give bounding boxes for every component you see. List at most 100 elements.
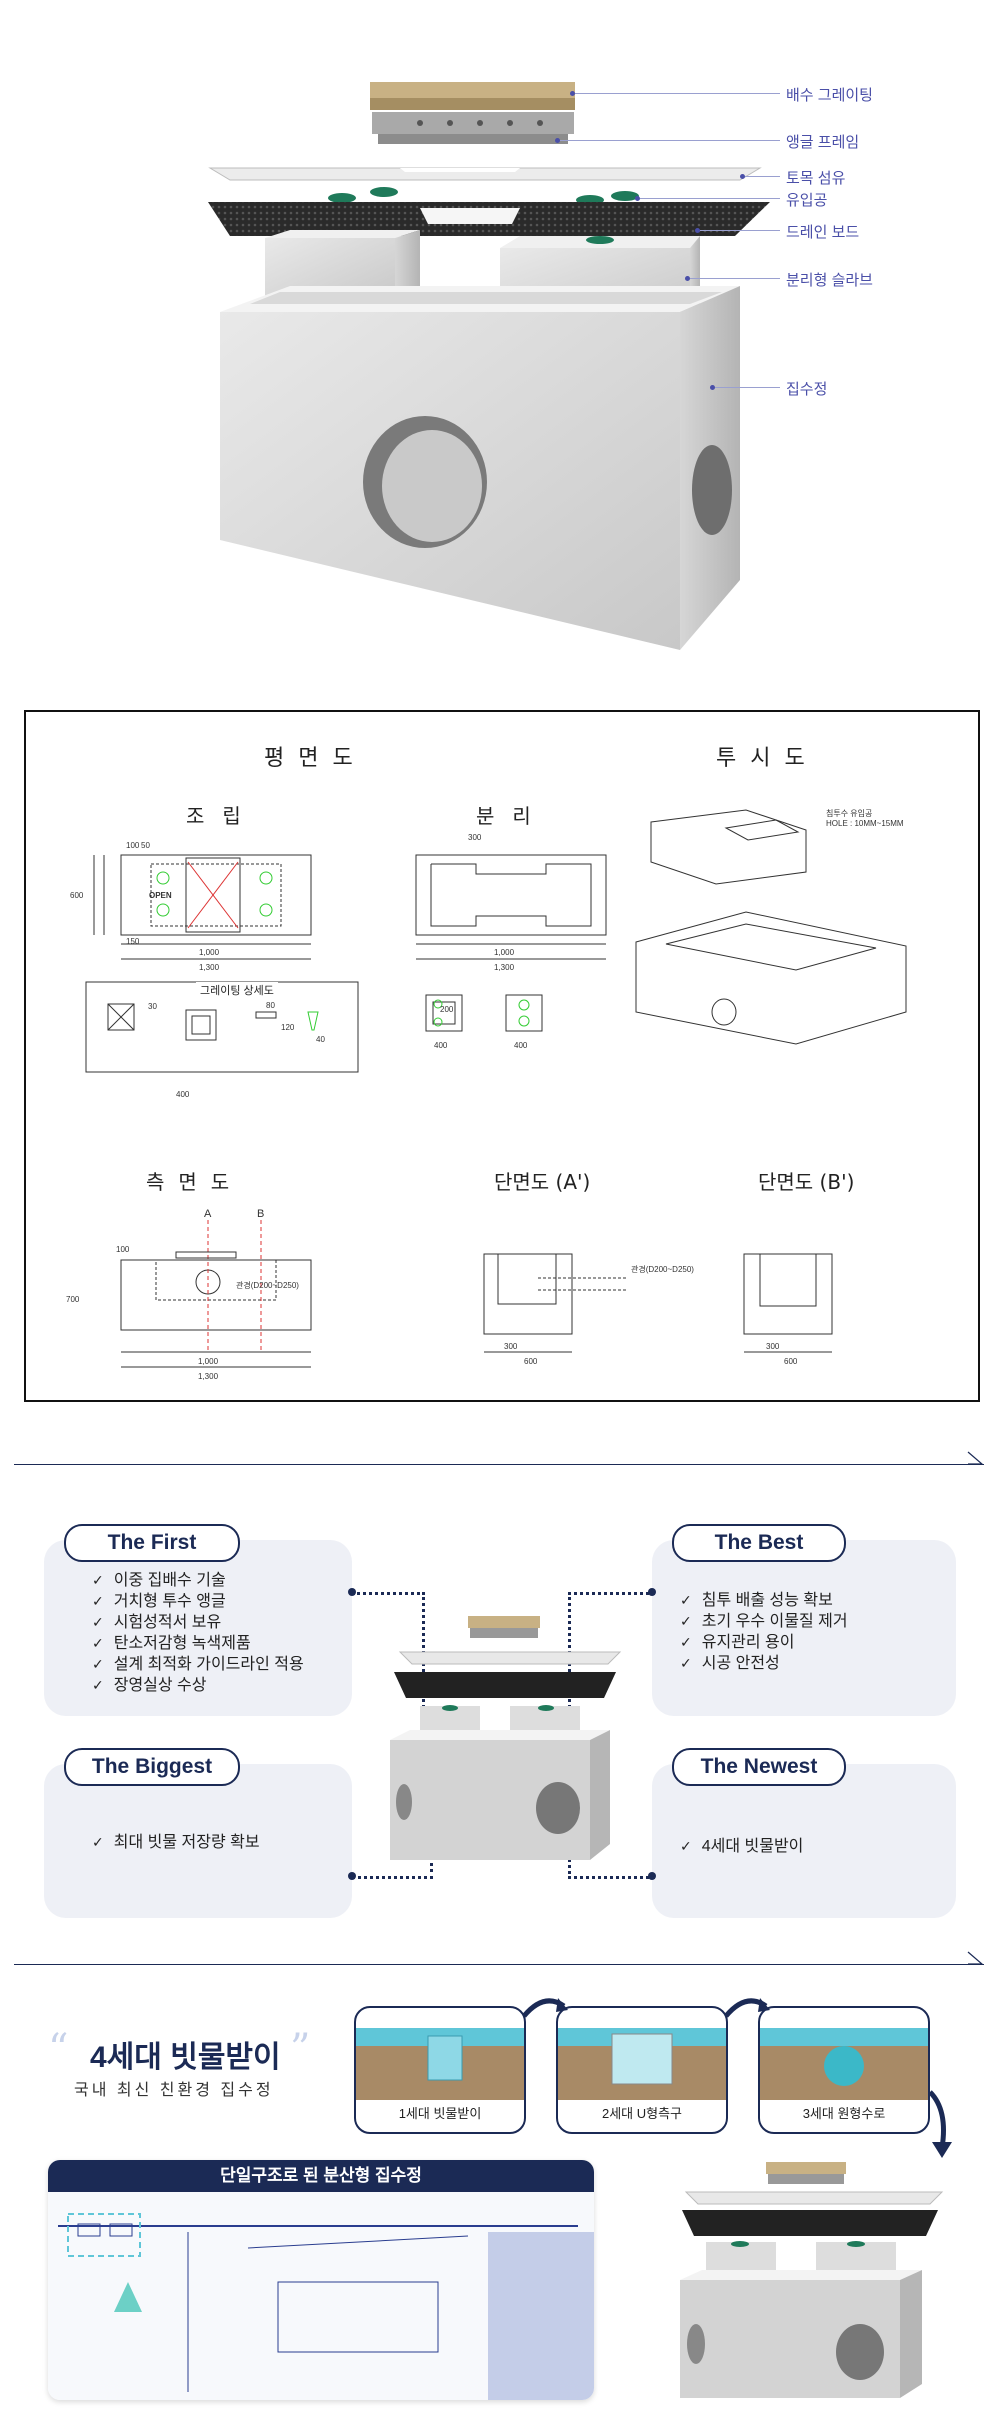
divider-arrow-icon — [967, 1451, 984, 1465]
connector-dot — [348, 1872, 356, 1880]
first-item: 거치형 투수 앵글 — [92, 1591, 304, 1612]
dim-300-section-b: 300 — [766, 1342, 780, 1351]
best-list: 침투 배출 성능 확보 초기 우수 이물질 제거 유지관리 용이 시공 안전성 — [680, 1590, 848, 1674]
dim-1000-side: 1,000 — [198, 1357, 219, 1366]
grating-top — [370, 82, 575, 98]
marker-b: B — [257, 1208, 264, 1220]
plan-view-title: 평면도 — [264, 746, 367, 771]
gen-3-illustration — [760, 2028, 928, 2100]
technical-drawing-sheet: 평면도 투시도 조립 분리 측면도 단면도 (A') 단면도 (B') — [24, 710, 980, 1402]
best-item: 시공 안전성 — [680, 1653, 848, 1674]
grating-detail-title: 그레이팅 상세도 — [196, 982, 278, 998]
inlet-note-2: HOLE : 10MM~15MM — [826, 819, 904, 828]
dim-30-grating: 30 — [148, 1002, 157, 1011]
dim-40-grating: 40 — [316, 1035, 325, 1044]
slab-left — [265, 238, 395, 300]
gen-card-label: 2세대 U형측구 — [601, 2106, 683, 2121]
exploded-view-illustration — [208, 82, 770, 650]
newest-item: 4세대 빗물받이 — [680, 1836, 804, 1857]
arrow-icon — [522, 1998, 568, 2018]
biggest-pill: The Biggest — [64, 1748, 240, 1786]
open-quote-icon: “ — [48, 2026, 69, 2072]
inlet-hole — [328, 193, 356, 203]
banner-illustration — [48, 2192, 594, 2400]
section-divider — [14, 1464, 984, 1465]
dim-50-assembly: 50 — [141, 841, 150, 850]
generation-title: 4세대 빗물받이 — [90, 2041, 281, 2074]
dim-120-grating: 120 — [281, 1023, 295, 1032]
best-pill: The Best — [672, 1524, 846, 1562]
best-item: 유지관리 용이 — [680, 1632, 848, 1653]
dim-1300-side: 1,300 — [198, 1372, 219, 1381]
best-item: 초기 우수 이물질 제거 — [680, 1611, 848, 1632]
dim-300-section-a: 300 — [504, 1342, 518, 1351]
dim-100-side: 100 — [116, 1245, 130, 1254]
dim-1000-separate: 1,000 — [494, 948, 515, 957]
first-item: 이중 집배수 기술 — [92, 1570, 304, 1591]
gen-card-3: 3세대 원형수로 — [758, 2006, 930, 2134]
callout-basin: 집수정 — [786, 381, 828, 398]
dim-700-side: 700 — [66, 1295, 80, 1304]
assembly-title: 조립 — [186, 804, 259, 828]
open-label: OPEN — [149, 891, 172, 900]
callout-geotextile: 토목 섬유 — [786, 170, 846, 187]
separate-title: 분리 — [476, 804, 549, 828]
basin-illustration-bottom — [680, 2162, 944, 2398]
dim-600-section-b: 600 — [784, 1357, 798, 1366]
dim-1300-assembly: 1,300 — [199, 963, 220, 972]
dim-1000-assembly: 1,000 — [199, 948, 220, 957]
arrow-icon — [724, 1998, 770, 2018]
gen-card-label: 3세대 원형수로 — [802, 2106, 886, 2121]
distributed-basin-banner: 단일구조로 된 분산형 집수정 — [48, 2160, 594, 2400]
connector-dot — [348, 1588, 356, 1596]
gen-card-label: 1세대 빗물받이 — [398, 2106, 482, 2121]
callout-inlet: 유입공 — [786, 192, 828, 209]
first-list: 이중 집배수 기술 거치형 투수 앵글 시험성적서 보유 탄소저감형 녹색제품 … — [92, 1570, 304, 1696]
pipe-label-side: 관경(D200~D250) — [236, 1280, 299, 1290]
first-item: 장영실상 수상 — [92, 1675, 304, 1696]
perspective-title: 투시도 — [716, 746, 819, 771]
callout-angle-frame: 앵글 프레임 — [786, 134, 860, 151]
dim-600-assembly: 600 — [70, 891, 84, 900]
section-b-title: 단면도 (B') — [758, 1170, 855, 1194]
marker-a: A — [204, 1208, 212, 1220]
section-a-title: 단면도 (A') — [494, 1170, 591, 1194]
gen-card-2: 2세대 U형측구 — [556, 2006, 728, 2134]
dim-150-assembly: 150 — [126, 937, 140, 946]
basin-illustration — [390, 1616, 622, 1860]
dim-600-section-a: 600 — [524, 1357, 538, 1366]
dim-1300-separate: 1,300 — [494, 963, 515, 972]
drawing-linework: OPEN 1,000 1,300 1,000 1,300 100 50 300 … — [66, 809, 907, 1381]
dim-80-grating: 80 — [266, 1001, 275, 1010]
gen-1-illustration — [356, 2028, 524, 2100]
dim-100-assembly: 100 — [126, 841, 140, 850]
dim-400-piece-b: 400 — [514, 1041, 528, 1050]
arrow-down-icon — [928, 2090, 952, 2158]
callout-slab: 분리형 슬라브 — [786, 272, 873, 289]
generation-subtitle: 국내 최신 친환경 집수정 — [74, 2082, 274, 2099]
first-pill: The First — [64, 1524, 240, 1562]
first-item: 탄소저감형 녹색제품 — [92, 1633, 304, 1654]
callout-grating: 배수 그레이팅 — [786, 87, 873, 104]
side-view-title: 측면도 — [146, 1170, 244, 1194]
first-item: 설계 최적화 가이드라인 적용 — [92, 1654, 304, 1675]
close-quote-icon: ” — [290, 2026, 311, 2072]
pipe-label-section-a: 관경(D200~D250) — [631, 1264, 694, 1274]
first-item: 시험성적서 보유 — [92, 1612, 304, 1633]
newest-pill: The Newest — [672, 1748, 846, 1786]
callout-drain-board: 드레인 보드 — [786, 224, 860, 241]
biggest-item: 최대 빗물 저장량 확보 — [92, 1832, 260, 1853]
dim-400-piece: 400 — [434, 1041, 448, 1050]
newest-list: 4세대 빗물받이 — [680, 1836, 804, 1857]
connector-dot — [648, 1588, 656, 1596]
geotextile-sheet — [208, 167, 762, 181]
connector-dot — [648, 1872, 656, 1880]
divider-arrow-icon — [967, 1951, 984, 1965]
inlet-note-1: 침투수 유입공 — [826, 809, 872, 818]
dim-200-piece: 200 — [440, 1005, 454, 1014]
gen-2-illustration — [558, 2028, 726, 2100]
dim-400-grating: 400 — [176, 1090, 190, 1099]
gen-card-1: 1세대 빗물받이 — [354, 2006, 526, 2134]
section-divider — [14, 1964, 984, 1965]
biggest-list: 최대 빗물 저장량 확보 — [92, 1832, 260, 1853]
